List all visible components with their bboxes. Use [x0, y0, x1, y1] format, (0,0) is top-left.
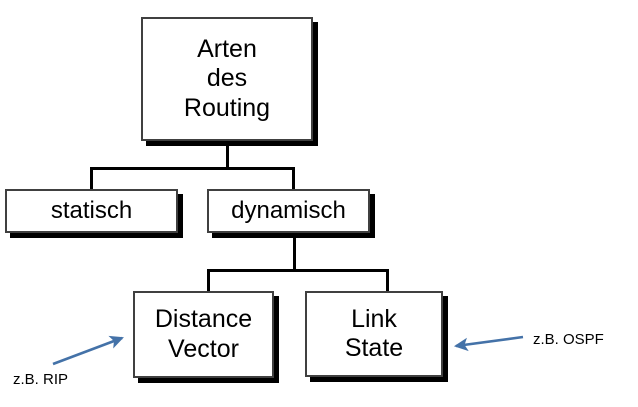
- arrow-icon-ospf: [453, 335, 524, 352]
- node-arten-des-routing-label: Arten des Routing: [183, 34, 271, 122]
- connector-to-dynamisch: [292, 167, 295, 191]
- connector-level1-crossbar: [90, 167, 295, 170]
- annotation-rip-label: z.B. RIP: [13, 371, 69, 388]
- connector-to-statisch: [90, 167, 93, 191]
- node-statisch[interactable]: statisch: [5, 189, 178, 233]
- connector-root-stem: [226, 146, 229, 169]
- node-dynamisch-label: dynamisch: [231, 196, 346, 224]
- annotation-ospf-label: z.B. OSPF: [533, 331, 604, 348]
- node-link-state[interactable]: Link State: [305, 291, 443, 377]
- node-dynamisch[interactable]: dynamisch: [207, 189, 370, 233]
- node-arten-des-routing[interactable]: Arten des Routing: [141, 17, 313, 141]
- arrow-icon-rip: [52, 335, 124, 366]
- node-distance-vector-label: Distance Vector: [154, 305, 253, 363]
- connector-level2-crossbar: [207, 269, 389, 272]
- node-link-state-label: Link State: [344, 304, 404, 363]
- node-distance-vector[interactable]: Distance Vector: [133, 291, 274, 378]
- connector-dynamisch-stem: [293, 236, 296, 271]
- node-statisch-label: statisch: [50, 196, 133, 224]
- connector-to-distance-vector: [207, 269, 210, 293]
- connector-to-link-state: [386, 269, 389, 293]
